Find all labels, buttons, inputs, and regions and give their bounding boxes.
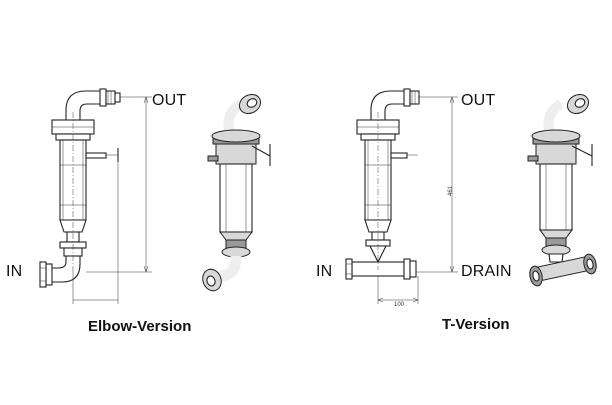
elbow-in-label: IN: [6, 263, 23, 280]
elbow-version-caption: Elbow-Version: [88, 318, 192, 335]
elbow-out-label: OUT: [152, 92, 187, 109]
elbow-version-drawing: [39, 88, 152, 304]
t-version-caption: T-Version: [442, 316, 510, 333]
t-width-dimension: 100: [394, 302, 405, 308]
t-version-drawing: [345, 88, 458, 304]
elbow-version-3d-view: [202, 93, 271, 292]
t-drain-label: DRAIN: [461, 263, 512, 280]
t-height-dimension: 461: [448, 185, 455, 197]
t-in-label: IN: [316, 263, 333, 280]
t-version-3d-view: [527, 93, 597, 287]
t-out-label: OUT: [461, 92, 496, 109]
